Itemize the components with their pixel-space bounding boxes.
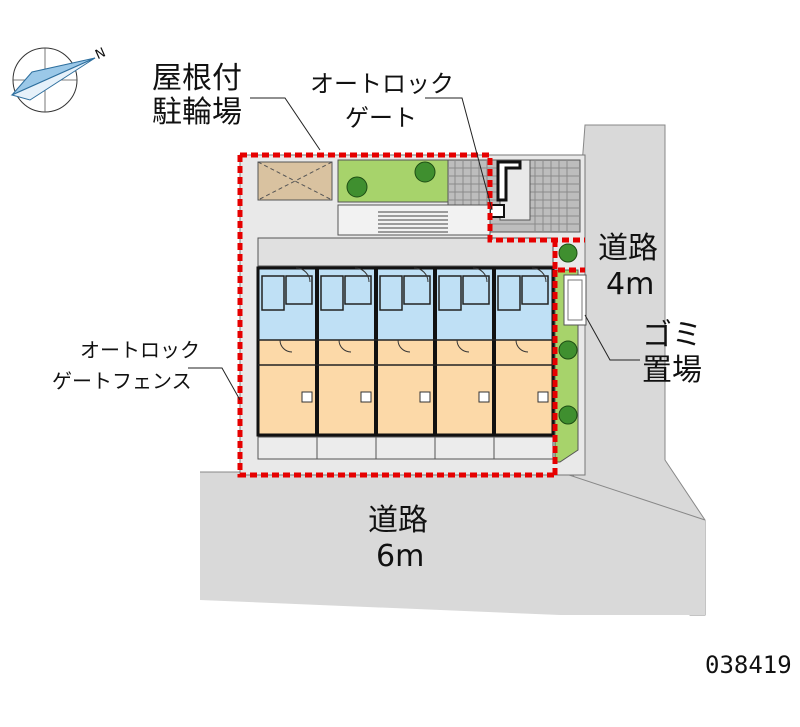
compass-north-label: N [93,45,108,63]
label-autolock-fence-line1: オートロック [80,338,200,362]
label-autolock-gate-line2: ゲート [345,104,417,132]
label-road-south-line1: 道路 [368,503,428,538]
leader-lines [188,97,640,401]
paved-area [447,159,581,233]
label-autolock-fence-line2: ゲートフェンス [52,369,192,393]
tree-icon [558,340,578,360]
label-bike-parking-line2: 駐輪場 [152,95,242,130]
garden-top [337,159,449,203]
tree-icon [414,161,436,183]
map-code: 038419 [705,651,792,679]
labels: 屋根付 駐輪場 オートロック ゲート オートロック ゲートフェンス 道路 4m … [52,61,792,679]
corridor [257,237,554,267]
label-road-south-line2: 6m [376,539,424,574]
tree-icon [558,243,578,263]
autolock-fence [237,152,585,478]
label-road-east-line2: 4m [606,267,654,302]
label-garbage-line1: ゴミ [642,318,702,353]
entrance-stairs [337,204,491,236]
label-autolock-gate-line1: オートロック [310,70,454,98]
compass-icon: N [10,45,108,113]
bike-parking-area [257,161,333,201]
tree-icon [346,176,368,198]
road-south [200,471,706,615]
label-road-east-line1: 道路 [598,231,658,266]
label-garbage-line2: 置場 [642,353,702,388]
building-units [256,266,555,460]
garbage-area [563,274,587,326]
label-bike-parking-line1: 屋根付 [152,61,242,96]
tree-icon [558,405,578,425]
